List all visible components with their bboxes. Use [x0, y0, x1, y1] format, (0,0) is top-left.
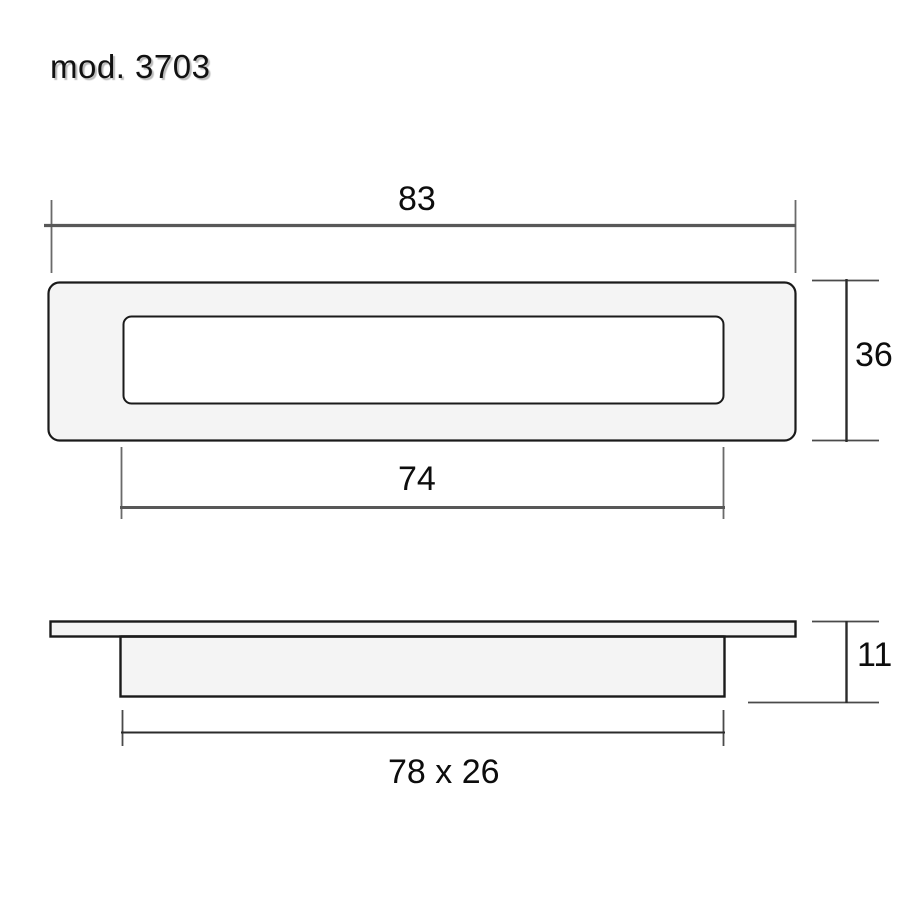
dimension-label-overall-length: 83: [398, 180, 436, 218]
dimension-label-cutout-size: 78 x 26: [388, 753, 500, 791]
dimension-label-overall-height: 36: [855, 336, 893, 374]
side-view-flange: [49, 620, 797, 638]
front-view-recess: [122, 315, 725, 405]
side-view-body: [119, 635, 726, 698]
dimension-recess-length: [120, 447, 725, 519]
side-view: [49, 620, 797, 698]
dimension-depth: [748, 620, 879, 704]
dimension-cutout-size: [121, 710, 725, 746]
dimension-overall-length: [44, 200, 797, 273]
dimension-label-depth: 11: [857, 636, 893, 674]
front-view: [47, 281, 797, 442]
dimension-label-recess-length: 74: [398, 460, 436, 498]
page-title: mod. 3703: [50, 48, 211, 85]
dimension-overall-height: [812, 279, 879, 442]
